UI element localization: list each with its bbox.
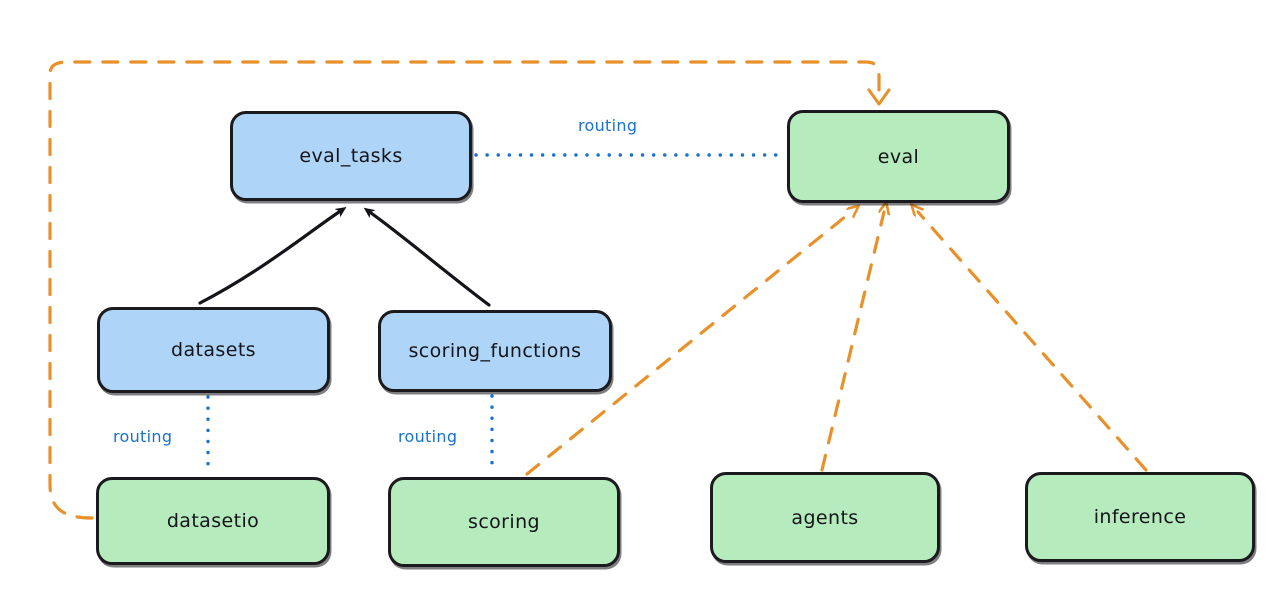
- node-label: eval: [877, 145, 920, 168]
- node-datasetio[interactable]: datasetio: [96, 477, 330, 565]
- node-datasets[interactable]: datasets: [97, 307, 330, 393]
- node-label: datasetio: [166, 510, 260, 532]
- node-label: scoring_functions: [408, 340, 582, 362]
- node-label: eval_tasks: [299, 145, 403, 167]
- node-label: scoring: [468, 511, 540, 533]
- node-eval[interactable]: eval: [787, 110, 1010, 203]
- node-label: datasets: [171, 339, 256, 361]
- node-scoring-functions[interactable]: scoring_functions: [378, 310, 612, 392]
- edge-agents-to-eval: [820, 212, 884, 472]
- edge-inference-to-eval: [918, 212, 1148, 472]
- node-inference[interactable]: inference: [1025, 472, 1255, 562]
- node-label: agents: [791, 506, 859, 529]
- edge-datasets-to-eval-tasks: [198, 206, 347, 305]
- node-eval-tasks[interactable]: eval_tasks: [230, 111, 472, 201]
- node-scoring[interactable]: scoring: [388, 477, 620, 567]
- edge-label-routing-eval: routing: [578, 116, 638, 135]
- edge-label-routing-scoring: routing: [398, 427, 458, 446]
- node-label: inference: [1093, 506, 1187, 528]
- edge-scoring-functions-to-eval-tasks: [363, 207, 491, 307]
- edge-label-routing-datasetio: routing: [113, 427, 173, 446]
- node-agents[interactable]: agents: [710, 472, 940, 563]
